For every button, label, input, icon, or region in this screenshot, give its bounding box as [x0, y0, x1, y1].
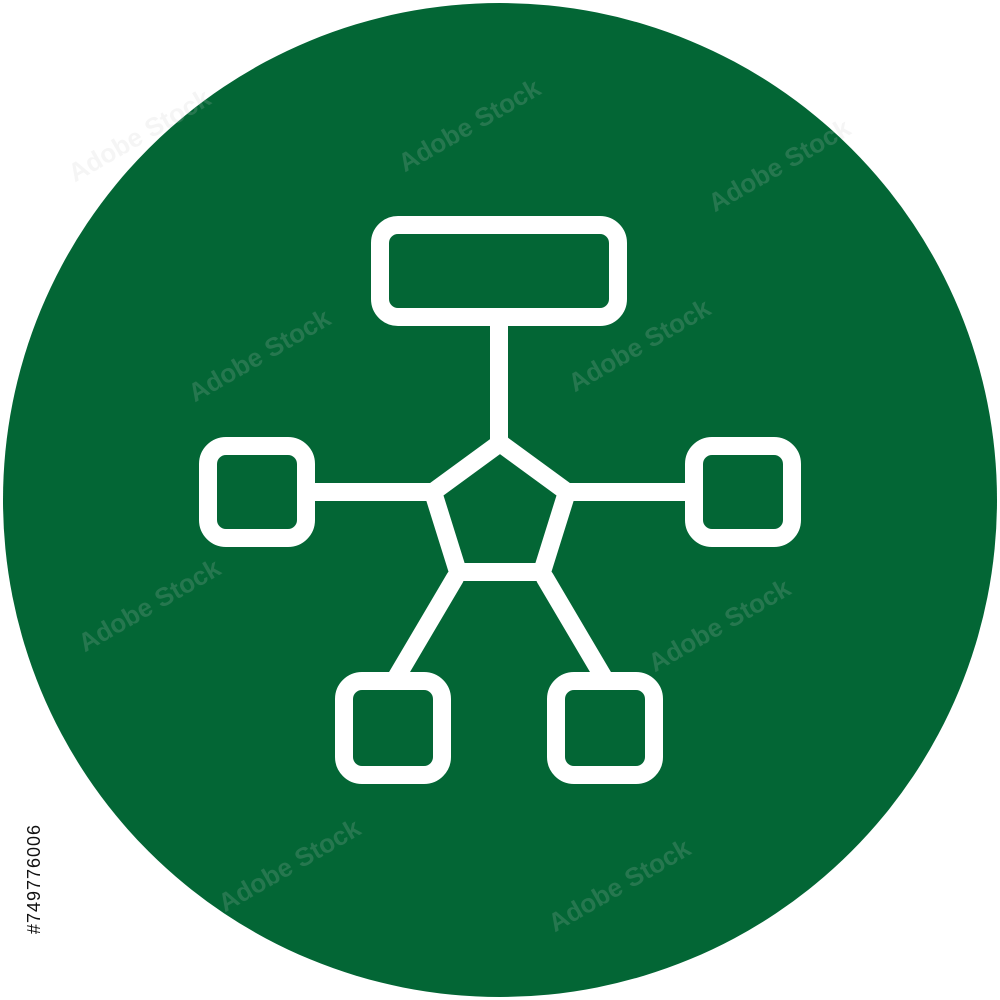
- right-node-box: [685, 437, 801, 547]
- bottom-left-node-box: [335, 672, 451, 784]
- bottom-left-connector-line: [387, 569, 464, 687]
- background-circle: [3, 3, 997, 997]
- bottom-right-connector-line: [536, 569, 613, 687]
- center-pentagon: [424, 434, 576, 581]
- left-node-box: [199, 437, 315, 547]
- bottom-right-node-box: [547, 672, 663, 784]
- stock-id-text: #749776006: [24, 823, 44, 935]
